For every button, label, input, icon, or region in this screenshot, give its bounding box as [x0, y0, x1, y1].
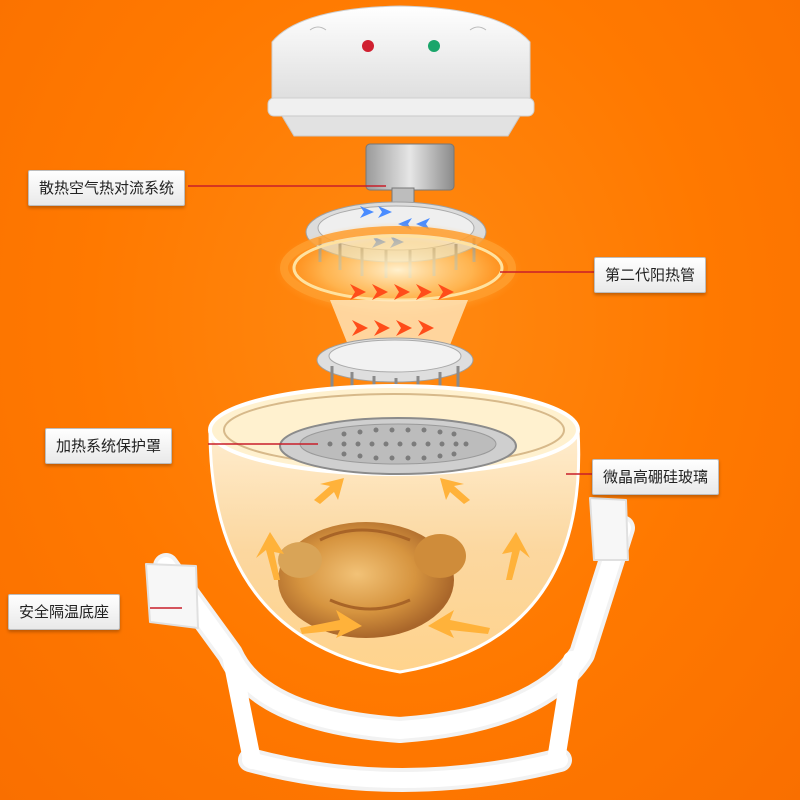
- heat-arrows-upper: [350, 284, 454, 300]
- leader-lines: [150, 185, 594, 609]
- label-heating-cover: 加热系统保护罩: [45, 428, 173, 464]
- power-light-icon: [362, 40, 374, 52]
- lower-fan: [316, 337, 474, 418]
- heat-column: [330, 300, 468, 350]
- label-glass-bowl: 微晶高硼硅玻璃: [592, 459, 720, 495]
- heat-light-icon: [428, 40, 440, 52]
- base-stand: [145, 497, 635, 792]
- heating-ring: [274, 222, 522, 318]
- circulation-arrows: [256, 478, 530, 638]
- glass-bowl: [208, 384, 581, 674]
- label-convection-system: 散热空气热对流系统: [28, 170, 186, 206]
- lid-head: [267, 5, 535, 137]
- label-base-stand: 安全隔温底座: [8, 594, 121, 630]
- roast-chicken: [278, 522, 466, 638]
- label-heating-tube: 第二代阳热管: [594, 257, 707, 293]
